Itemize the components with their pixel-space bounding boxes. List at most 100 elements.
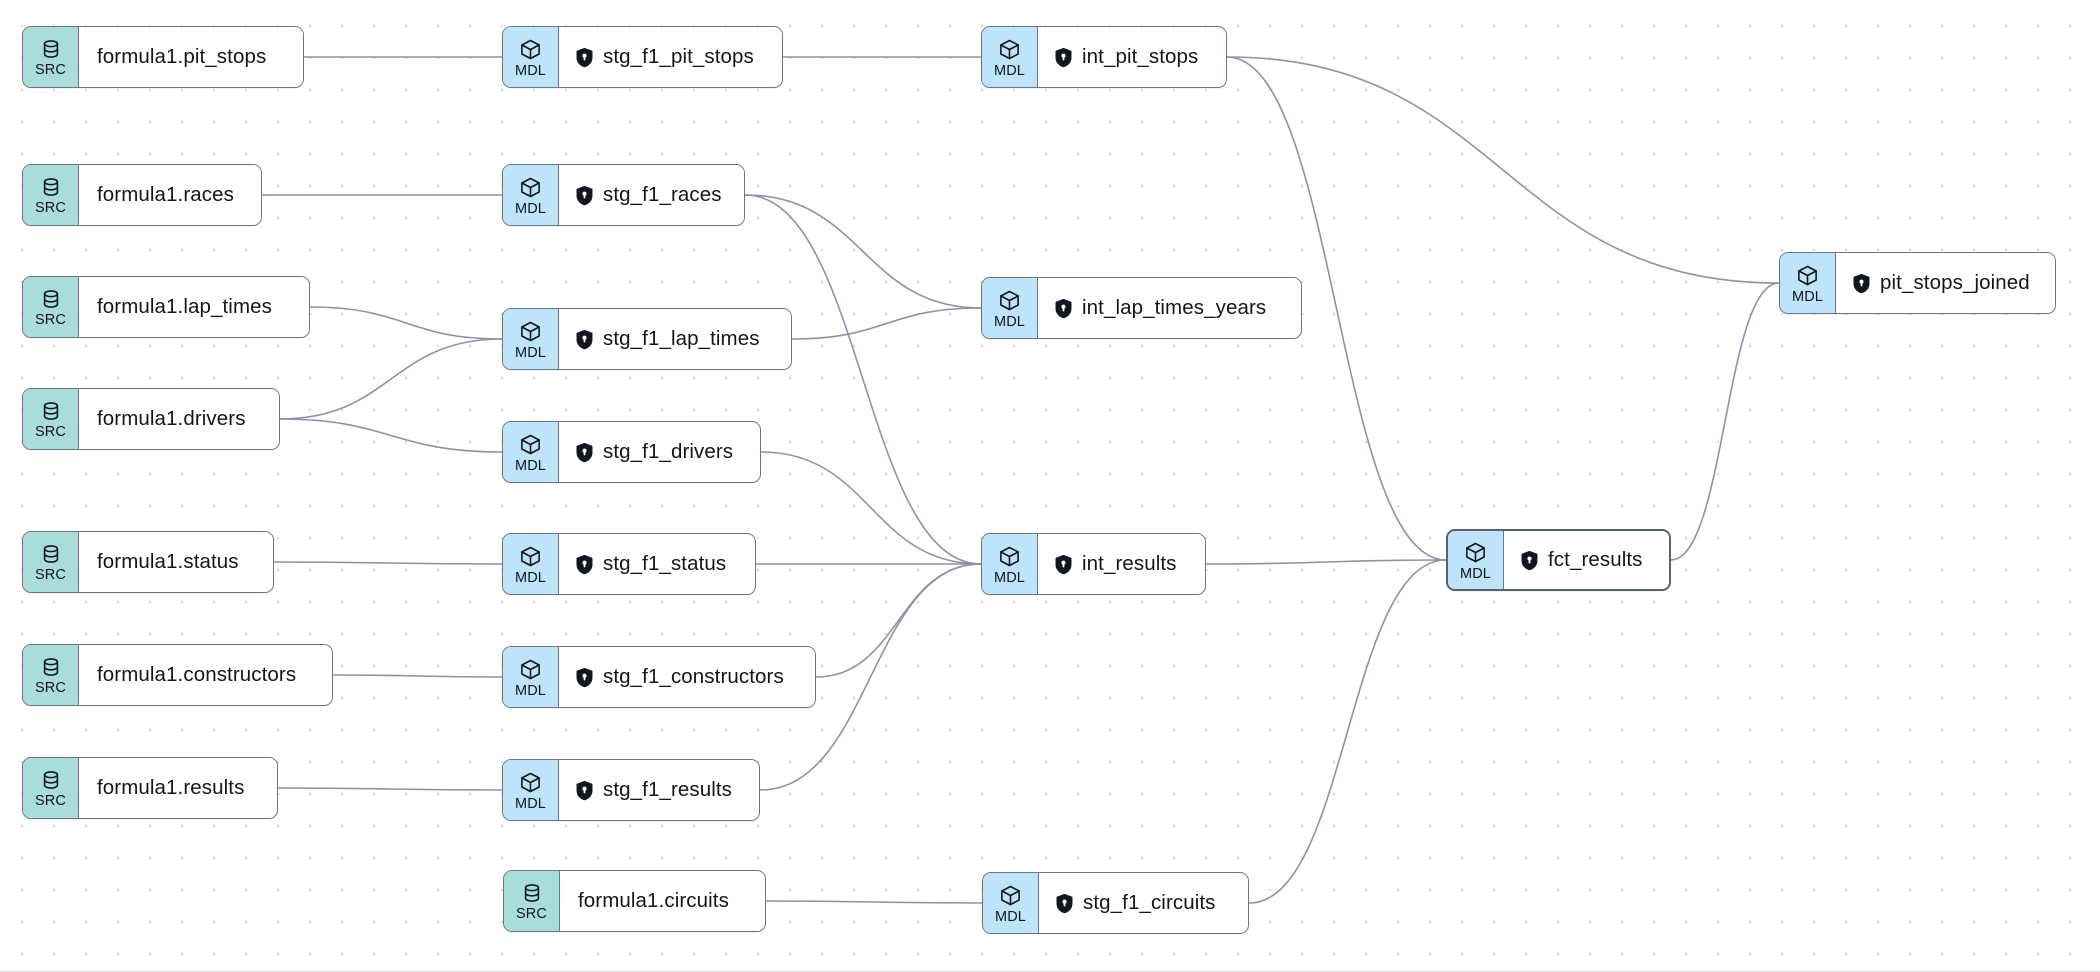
node-label: int_results (1082, 552, 1177, 575)
node-label: formula1.results (97, 776, 245, 799)
cube-icon (998, 289, 1021, 312)
shield-lock-icon (575, 185, 594, 206)
lineage-node-stg_circuits[interactable]: MDL stg_f1_circuits (982, 872, 1249, 934)
badge-label: MDL (515, 457, 546, 474)
shield-lock-icon (1054, 298, 1073, 319)
badge-label: MDL (1460, 565, 1491, 582)
cube-icon (1464, 541, 1487, 564)
lineage-edge-stg_drivers-to-int_results (760, 451, 982, 565)
cube-icon (519, 545, 542, 568)
cube-icon (998, 545, 1021, 568)
lineage-edge-src_lap_times-to-stg_lap_times (309, 306, 503, 340)
node-body: formula1.constructors (79, 645, 332, 705)
database-icon (40, 543, 62, 565)
lineage-node-stg_results[interactable]: MDL stg_f1_results (502, 759, 760, 821)
shield-lock-icon (575, 47, 594, 68)
database-icon (40, 769, 62, 791)
shield-lock-icon (1055, 893, 1074, 914)
lineage-node-int_results[interactable]: MDL int_results (981, 533, 1206, 595)
lineage-node-fct_results[interactable]: MDL fct_results (1446, 529, 1671, 591)
source-badge: SRC (23, 645, 79, 705)
node-body: stg_f1_constructors (559, 647, 815, 707)
lineage-edge-src_drivers-to-stg_drivers (279, 418, 503, 453)
cube-icon (519, 433, 542, 456)
cube-icon (519, 658, 542, 681)
badge-label: MDL (994, 62, 1025, 79)
node-body: formula1.lap_times (79, 277, 309, 337)
node-body: stg_f1_results (559, 760, 759, 820)
badge-label: MDL (515, 62, 546, 79)
node-body: formula1.drivers (79, 389, 279, 449)
node-body: int_results (1038, 534, 1205, 594)
badge-label: SRC (35, 200, 66, 217)
node-label: int_pit_stops (1082, 45, 1199, 68)
lineage-node-src_pit_stops[interactable]: SRC formula1.pit_stops (22, 26, 304, 88)
node-label: formula1.drivers (97, 407, 246, 430)
model-badge: MDL (503, 760, 559, 820)
node-body: formula1.results (79, 758, 277, 818)
lineage-edge-src_drivers-to-stg_lap_times (279, 338, 503, 420)
node-label: stg_f1_races (603, 183, 722, 206)
shield-lock-icon (575, 442, 594, 463)
node-label: fct_results (1548, 548, 1643, 571)
shield-lock-icon (575, 780, 594, 801)
source-badge: SRC (23, 165, 79, 225)
node-body: int_lap_times_years (1038, 278, 1301, 338)
model-badge: MDL (503, 165, 559, 225)
badge-label: SRC (35, 567, 66, 584)
lineage-node-src_races[interactable]: SRC formula1.races (22, 164, 262, 226)
badge-label: SRC (35, 62, 66, 79)
lineage-node-stg_lap_times[interactable]: MDL stg_f1_lap_times (502, 308, 792, 370)
source-badge: SRC (23, 532, 79, 592)
node-label: stg_f1_circuits (1083, 891, 1216, 914)
cube-icon (999, 884, 1022, 907)
model-badge: MDL (503, 422, 559, 482)
badge-label: MDL (515, 795, 546, 812)
badge-label: MDL (515, 344, 546, 361)
source-badge: SRC (23, 27, 79, 87)
node-label: stg_f1_lap_times (603, 327, 760, 350)
shield-lock-icon (575, 329, 594, 350)
node-label: formula1.pit_stops (97, 45, 267, 68)
badge-label: MDL (515, 200, 546, 217)
node-body: stg_f1_drivers (559, 422, 760, 482)
model-badge: MDL (982, 27, 1038, 87)
badge-label: SRC (35, 312, 66, 329)
lineage-edge-src_results-to-stg_results (277, 787, 503, 791)
node-body: stg_f1_races (559, 165, 744, 225)
cube-icon (1796, 264, 1819, 287)
shield-lock-icon (1852, 273, 1871, 294)
shield-lock-icon (575, 554, 594, 575)
node-label: formula1.races (97, 183, 234, 206)
model-badge: MDL (503, 27, 559, 87)
shield-lock-icon (575, 667, 594, 688)
model-badge: MDL (503, 309, 559, 369)
lineage-node-stg_races[interactable]: MDL stg_f1_races (502, 164, 745, 226)
node-body: fct_results (1504, 531, 1669, 589)
lineage-node-stg_pit_stops[interactable]: MDL stg_f1_pit_stops (502, 26, 783, 88)
source-badge: SRC (504, 871, 560, 931)
node-label: formula1.lap_times (97, 295, 272, 318)
database-icon (40, 38, 62, 60)
lineage-node-src_lap_times[interactable]: SRC formula1.lap_times (22, 276, 310, 338)
lineage-edge-stg_circuits-to-fct_results (1248, 559, 1447, 904)
lineage-node-stg_drivers[interactable]: MDL stg_f1_drivers (502, 421, 761, 483)
lineage-node-int_pit_stops[interactable]: MDL int_pit_stops (981, 26, 1227, 88)
lineage-edge-stg_lap_times-to-int_lap_times_years (791, 307, 982, 340)
model-badge: MDL (1780, 253, 1836, 313)
node-body: stg_f1_pit_stops (559, 27, 782, 87)
badge-label: MDL (994, 569, 1025, 586)
model-badge: MDL (983, 873, 1039, 933)
database-icon (40, 176, 62, 198)
node-body: stg_f1_circuits (1039, 873, 1248, 933)
